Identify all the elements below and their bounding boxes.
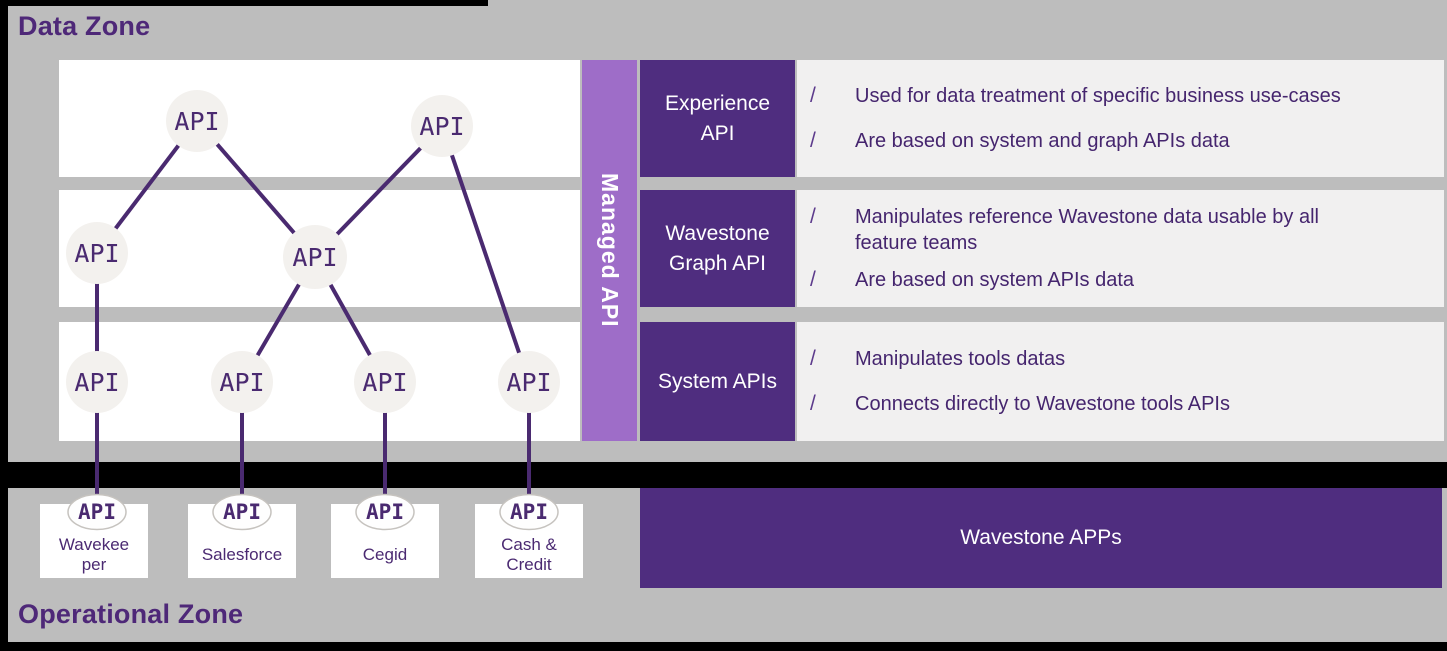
top-frame-strip (0, 0, 488, 6)
bullet-row: / Manipulates tools datas (797, 346, 1444, 372)
managed-api-bar: Managed API (582, 60, 637, 441)
bullet-text: Manipulates tools datas (855, 347, 1066, 370)
layer-box-wavestone-graph-api: Wavestone Graph API (640, 190, 795, 307)
bullet-text: Are based on system APIs data (855, 268, 1135, 291)
bullet-text: Manipulates reference Wavestone data usa… (855, 206, 1319, 255)
bullet-slash-icon: / (810, 129, 816, 152)
bullet-text: Connects directly to Wavestone tools API… (855, 393, 1230, 416)
tree-row-experience (59, 60, 580, 177)
bullet-row: / Used for data treatment of specific bu… (797, 83, 1444, 109)
bullet-row: / Are based on system APIs data (797, 267, 1444, 293)
bullet-text: Used for data treatment of specific busi… (855, 85, 1341, 107)
tool-label: Cash & Credit (501, 535, 557, 574)
bullet-row: / Connects directly to Wavestone tools A… (797, 391, 1444, 417)
tree-row-system (59, 322, 580, 441)
tool-label: Wavekeeper (58, 535, 130, 574)
managed-api-label: Managed API (597, 173, 623, 328)
layer-box-experience-api: Experience API (640, 60, 795, 177)
bullet-slash-icon: / (810, 392, 816, 416)
tree-row-graph (59, 190, 580, 307)
bullet-slash-icon: / (810, 267, 816, 291)
bullet-slash-icon: / (810, 84, 816, 107)
wavestone-apps-label: Wavestone APPs (960, 526, 1122, 549)
zone-divider-band (0, 462, 1447, 488)
tool-label: Salesforce (201, 545, 283, 565)
tool-card-salesforce: Salesforce (188, 504, 296, 578)
tool-card-cegid: Cegid (331, 504, 439, 578)
layer-desc-box-experience: / Used for data treatment of specific bu… (797, 60, 1444, 177)
layer-desc-box-system: / Manipulates tools datas / Connects dir… (797, 322, 1444, 441)
tool-label: Cegid (362, 545, 408, 565)
bullet-row: / Manipulates reference Wavestone data u… (797, 204, 1444, 256)
tool-card-wavekeeper: Wavekeeper (40, 504, 148, 578)
bullet-row: / Are based on system and graph APIs dat… (797, 128, 1444, 154)
layer-label-experience-api: Experience API (664, 92, 771, 145)
layer-label-system-apis: System APIs (657, 369, 778, 393)
bullet-slash-icon: / (810, 205, 816, 229)
bullet-text: Are based on system and graph APIs data (855, 130, 1230, 152)
layer-desc-box-graph: / Manipulates reference Wavestone data u… (797, 190, 1444, 307)
operational-zone-title: Operational Zone (18, 599, 244, 629)
data-zone-title: Data Zone (18, 11, 151, 41)
layer-box-system-apis: System APIs (640, 322, 795, 441)
bullet-slash-icon: / (810, 346, 816, 370)
tool-card-cash-credit: Cash & Credit (475, 504, 583, 578)
wavestone-apps-box: Wavestone APPs (640, 488, 1442, 588)
layer-label-wavestone-graph-api: Wavestone Graph API (665, 222, 770, 275)
